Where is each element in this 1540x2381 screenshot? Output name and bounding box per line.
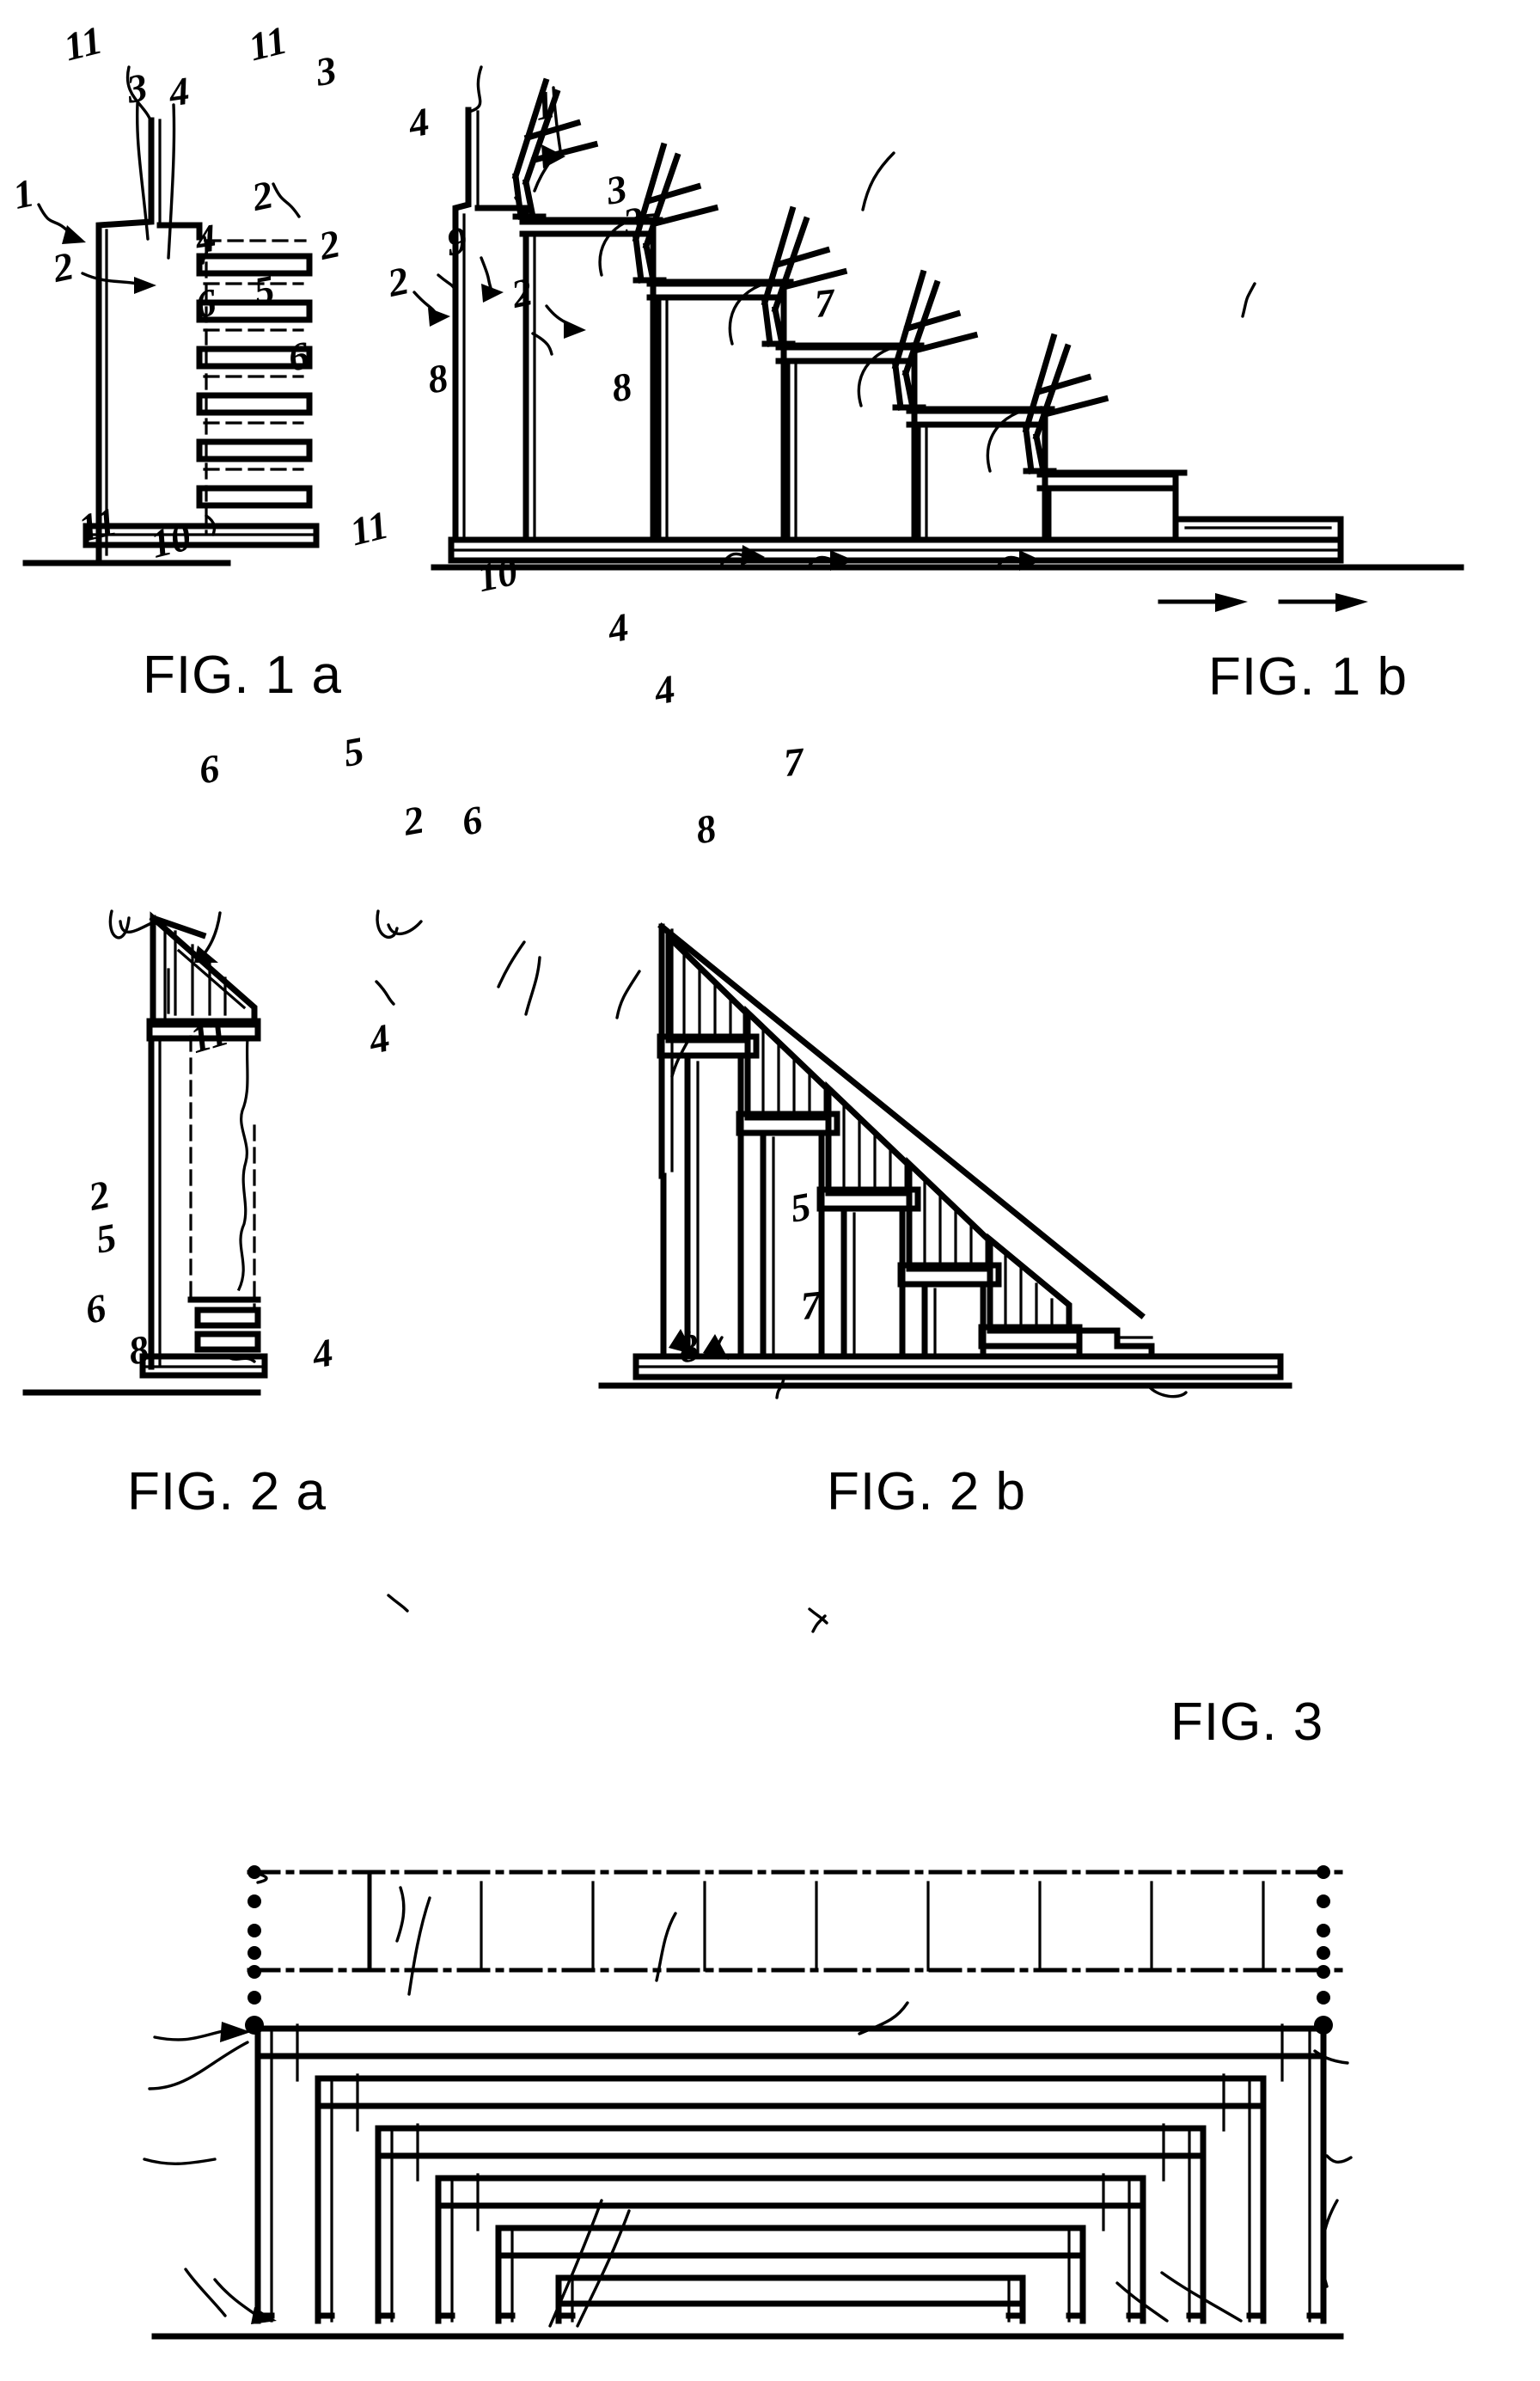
ref-numeral: 7 [812, 279, 837, 327]
nested-deck-2 [315, 2073, 1267, 2324]
figure-caption-1b: FIG. 1 b [1208, 647, 1408, 707]
ref-numeral: 7 [798, 1282, 823, 1329]
fig-1a-drawing [22, 65, 320, 566]
nested-deck-5 [495, 2225, 1086, 2324]
nested-deck-3 [375, 2123, 1207, 2324]
chair-seat [761, 205, 848, 348]
rivet-dots-left [245, 1865, 264, 2035]
nested-deck-6 [555, 2274, 1026, 2324]
figure-caption-2b: FIG. 2 b [827, 1462, 1026, 1521]
rivet-dots-right [1314, 1865, 1333, 2035]
ref-numeral: 10 [474, 548, 522, 601]
fig-2b-drawing [375, 909, 1292, 1633]
fig-3-drawing [143, 1865, 1353, 2340]
chair-seat [891, 269, 979, 412]
nested-deck-1 [254, 2023, 1327, 2324]
ref-numeral: 7 [781, 738, 806, 786]
fig-2a-drawing [22, 909, 268, 1396]
motion-arrows [1158, 593, 1368, 612]
nested-deck-4 [435, 2173, 1146, 2324]
figure-caption-1a: FIG. 1 a [143, 646, 342, 705]
bench-row [657, 929, 760, 1059]
fig-1b-drawing [272, 65, 1464, 612]
figure-caption-3: FIG. 3 [1170, 1692, 1324, 1752]
chair-seat [1022, 333, 1109, 475]
figure-caption-2a: FIG. 2 a [127, 1462, 327, 1521]
bench-row [816, 1080, 921, 1212]
bench-row [897, 1156, 1002, 1288]
chair-seat [632, 142, 719, 285]
